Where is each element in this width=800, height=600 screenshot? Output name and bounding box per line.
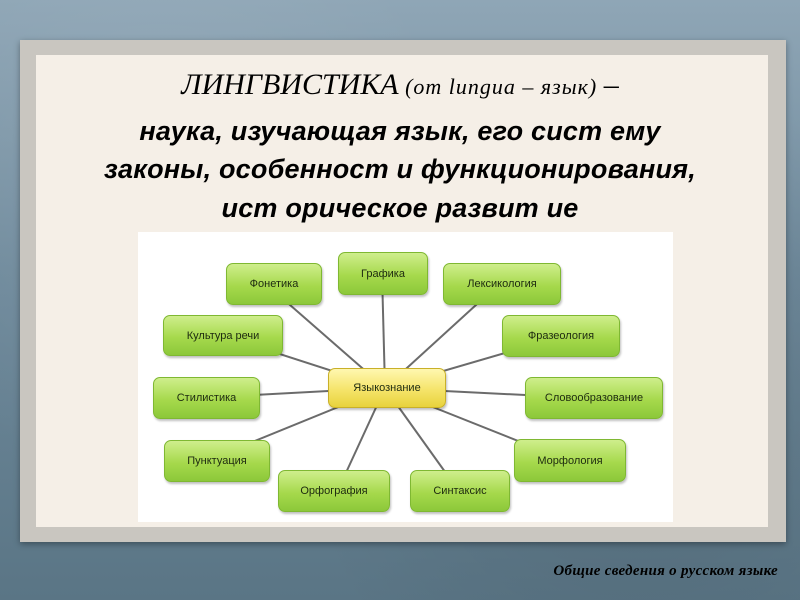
node-center-yazykoznanie: Языкознание (328, 368, 446, 408)
title-term: ЛИНГВИСТИКА (181, 68, 399, 101)
node-stilistika: Стилистика (153, 377, 260, 419)
node-morfologiya: Морфология (514, 439, 626, 482)
title-line-4: ист орическое развит ие (221, 193, 579, 223)
title-etymology: (от lungua – язык) (405, 74, 598, 99)
node-kultura-rechi: Культура речи (163, 315, 283, 356)
node-frazeologiya: Фразеология (502, 315, 620, 357)
title-dash: – (603, 68, 619, 101)
node-sintaksis: Синтаксис (410, 470, 510, 512)
title-line-3: законы, особенност и функционирования, (104, 154, 696, 184)
node-orfografiya: Орфография (278, 470, 390, 512)
linguistics-diagram: Фонетика Графика Лексикология Культура р… (138, 232, 673, 522)
node-punktuatsiya: Пунктуация (164, 440, 270, 482)
node-grafika: Графика (338, 252, 428, 295)
node-fonetika: Фонетика (226, 263, 322, 305)
node-leksikologiya: Лексикология (443, 263, 561, 305)
title-line-2: наука, изучающая язык, его сист ему (139, 116, 661, 146)
node-slovoobrazovanie: Словообразование (525, 377, 663, 419)
title-line-1: ЛИНГВИСТИКА (от lungua – язык) – (0, 68, 800, 102)
footer-caption: Общие сведения о русском языке (553, 563, 778, 579)
